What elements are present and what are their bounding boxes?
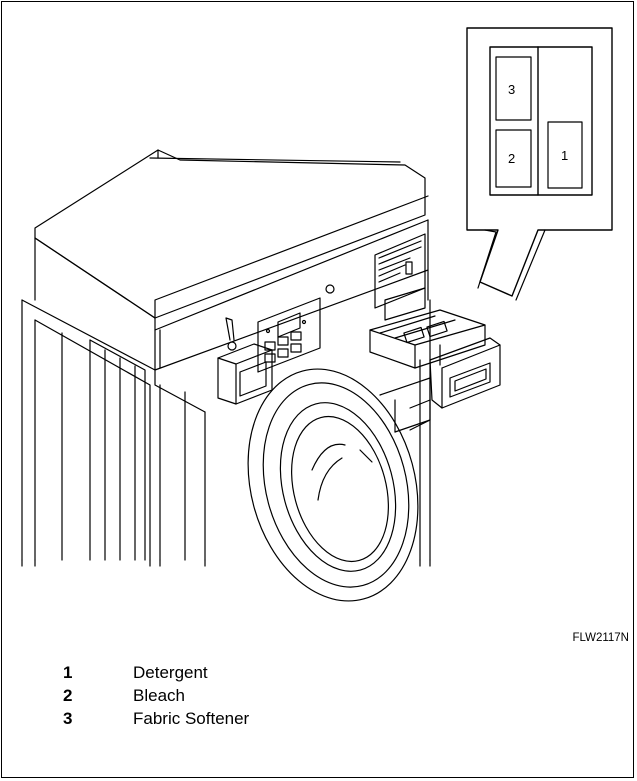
legend-label: Fabric Softener [133,707,249,730]
dispenser-drawer [370,288,500,408]
washer [22,150,443,620]
legend-item: 3 Fabric Softener [63,707,249,730]
legend-label: Detergent [133,661,208,684]
callout-label-2: 2 [508,151,515,166]
legend: 1 Detergent 2 Bleach 3 Fabric Softener [63,661,249,730]
legend-item: 2 Bleach [63,684,249,707]
callout-label-1: 1 [561,148,568,163]
callout-label-3: 3 [508,82,515,97]
legend-item: 1 Detergent [63,661,249,684]
compartment-callout [467,28,612,300]
legend-number: 3 [63,707,133,730]
legend-label: Bleach [133,684,185,707]
legend-number: 1 [63,661,133,684]
legend-number: 2 [63,684,133,707]
figure-id: FLW2117N [573,632,629,644]
